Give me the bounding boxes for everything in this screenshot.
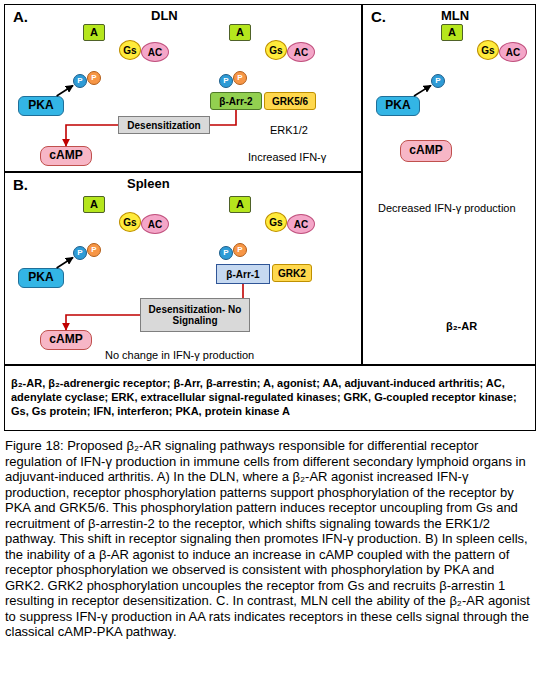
node-label: P bbox=[91, 74, 96, 83]
legend-label: β₂-AR bbox=[446, 320, 477, 332]
panel-box: B.SpleenAGsACPPPKAcAMPAGsACPPβ-Arr-1GRK2… bbox=[4, 172, 362, 365]
panel-box: A.DLNAGsACPPPKAcAMPAGsACPPβ-Arr-2GRK5/6D… bbox=[4, 4, 362, 172]
node-label: AC bbox=[148, 219, 162, 230]
desensitization-box: Desensitization- No Signaling bbox=[140, 298, 250, 332]
agonist-box: A bbox=[83, 196, 105, 213]
node-label: GRK2 bbox=[278, 268, 306, 279]
agonist-box: A bbox=[83, 24, 105, 41]
pathway-label: No change in IFN-γ production bbox=[105, 349, 254, 361]
pathway-connector bbox=[57, 257, 73, 268]
node-label: A bbox=[236, 198, 244, 210]
node-label: PKA bbox=[28, 99, 53, 112]
node-label: P bbox=[77, 77, 82, 86]
node-label: cAMP bbox=[49, 149, 82, 162]
node-label: A bbox=[448, 26, 456, 38]
gs-protein: Gs bbox=[265, 40, 287, 60]
phospho-site: P bbox=[87, 243, 101, 257]
abbreviation-box: β₂-AR, β₂-adrenergic receptor; β-Arr, β-… bbox=[4, 365, 536, 431]
pathway-connector bbox=[57, 85, 73, 96]
camp-box: cAMP bbox=[40, 146, 92, 166]
gs-protein: Gs bbox=[119, 40, 141, 60]
node-label: Desensitization bbox=[127, 120, 200, 131]
node-label: A bbox=[236, 26, 244, 38]
agonist-box: A bbox=[229, 24, 251, 41]
pathway-label: ERK1/2 bbox=[270, 124, 308, 136]
node-label: Desensitization- No Signaling bbox=[141, 304, 249, 326]
phospho-site: P bbox=[219, 74, 233, 88]
panel-box: C. MLN A Gs AC P PKA cAMP bbox=[362, 4, 536, 365]
node-label: Gs bbox=[269, 217, 282, 228]
agonist-box: A bbox=[229, 196, 251, 213]
node-label: PKA bbox=[28, 271, 53, 284]
node-label: AC bbox=[506, 47, 520, 58]
phospho-site: P bbox=[219, 246, 233, 260]
phospho-site: P bbox=[233, 71, 247, 85]
camp-box: cAMP bbox=[40, 330, 92, 350]
panel-letter: C. bbox=[371, 9, 386, 26]
pka-box: PKA bbox=[18, 96, 64, 116]
organ-title: MLN bbox=[441, 9, 469, 23]
pathway-label: Decreased IFN-γ production bbox=[378, 202, 516, 214]
adenylate-cyclase: AC bbox=[287, 214, 315, 234]
pathway-connector bbox=[66, 315, 140, 330]
kinase-box: GRK5/6 bbox=[264, 92, 316, 110]
phospho-site: P bbox=[233, 243, 247, 257]
gs-protein: Gs bbox=[119, 212, 141, 232]
adenylate-cyclase: AC bbox=[141, 214, 169, 234]
node-label: P bbox=[237, 74, 242, 83]
node-label: β-Arr-2 bbox=[219, 96, 252, 107]
agonist-box: A bbox=[441, 24, 463, 41]
pathway-connector bbox=[210, 110, 236, 125]
node-label: β-Arr-1 bbox=[226, 269, 259, 280]
node-label: AC bbox=[294, 219, 308, 230]
arrestin-box: β-Arr-1 bbox=[216, 264, 270, 284]
phospho-site: P bbox=[73, 246, 87, 260]
panel-letter: A. bbox=[13, 9, 28, 26]
node-label: A bbox=[90, 198, 98, 210]
arrestin-box: β-Arr-2 bbox=[210, 92, 262, 110]
pathway-connector bbox=[242, 284, 244, 298]
node-label: P bbox=[435, 77, 440, 86]
pathway-connector bbox=[66, 125, 118, 146]
node-label: β₂-AR, β₂-adrenergic receptor; β-Arr, β-… bbox=[11, 377, 529, 418]
adenylate-cyclase: AC bbox=[287, 42, 315, 62]
pka-box: PKA bbox=[18, 268, 64, 288]
organ-title: DLN bbox=[151, 9, 178, 23]
node-label: P bbox=[237, 246, 242, 255]
organ-title: Spleen bbox=[127, 177, 170, 191]
phospho-site: P bbox=[87, 71, 101, 85]
pathway-connector bbox=[414, 85, 431, 96]
figure-caption: Figure 18: Proposed β₂-AR signaling path… bbox=[5, 438, 536, 640]
node-label: P bbox=[77, 249, 82, 258]
gs-protein: Gs bbox=[265, 212, 287, 232]
desensitization-box: Desensitization bbox=[118, 116, 210, 134]
node-label: cAMP bbox=[409, 144, 442, 157]
node-label: P bbox=[223, 249, 228, 258]
node-label: A bbox=[90, 26, 98, 38]
phospho-site: P bbox=[431, 74, 445, 88]
node-label: Gs bbox=[123, 45, 136, 56]
node-label: Gs bbox=[481, 45, 494, 56]
node-label: cAMP bbox=[49, 333, 82, 346]
node-label: AC bbox=[148, 47, 162, 58]
adenylate-cyclase: AC bbox=[141, 42, 169, 62]
node-label: GRK5/6 bbox=[272, 96, 308, 107]
node-label: P bbox=[91, 246, 96, 255]
pathway-label: Increased IFN-γ bbox=[248, 151, 326, 163]
node-label: Gs bbox=[269, 45, 282, 56]
pka-box: PKA bbox=[376, 96, 420, 116]
phospho-site: P bbox=[73, 74, 87, 88]
adenylate-cyclase: AC bbox=[499, 42, 527, 62]
kinase-box: GRK2 bbox=[272, 264, 312, 282]
node-label: P bbox=[223, 77, 228, 86]
node-label: Gs bbox=[123, 217, 136, 228]
camp-box: cAMP bbox=[400, 140, 452, 162]
node-label: PKA bbox=[385, 99, 410, 112]
node-label: AC bbox=[294, 47, 308, 58]
gs-protein: Gs bbox=[477, 40, 499, 60]
panel-letter: B. bbox=[13, 177, 28, 194]
